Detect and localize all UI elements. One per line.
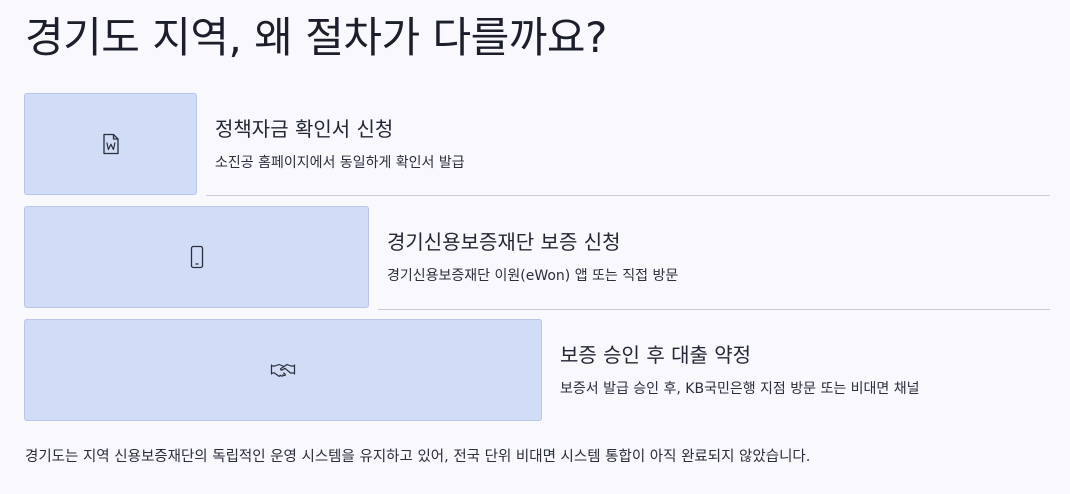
step-1-title: 정책자금 확인서 신청 — [215, 117, 394, 141]
step-3-title: 보증 승인 후 대출 약정 — [560, 343, 752, 367]
step-1-icon-box — [24, 93, 197, 195]
handshake-icon — [270, 362, 296, 378]
step-1-description: 소진공 홈페이지에서 동일하게 확인서 발급 — [215, 155, 465, 171]
footnote: 경기도는 지역 신용보증재단의 독립적인 운영 시스템을 유지하고 있어, 전국… — [25, 449, 811, 465]
word-document-icon — [102, 133, 120, 155]
step-1: 정책자금 확인서 신청 소진공 홈페이지에서 동일하게 확인서 발급 — [24, 93, 1050, 196]
step-2-divider — [378, 309, 1050, 310]
step-3: 보증 승인 후 대출 약정 보증서 발급 승인 후, KB국민은행 지점 방문 … — [24, 319, 1050, 421]
step-3-icon-box — [24, 319, 542, 421]
step-1-divider — [206, 195, 1050, 196]
step-2-description: 경기신용보증재단 이원(eWon) 앱 또는 직접 방문 — [387, 268, 679, 284]
step-2-icon-box — [24, 206, 369, 308]
page-title: 경기도 지역, 왜 절차가 다를까요? — [25, 13, 607, 62]
smartphone-icon — [190, 245, 204, 269]
step-2: 경기신용보증재단 보증 신청 경기신용보증재단 이원(eWon) 앱 또는 직접… — [24, 206, 1050, 310]
step-2-title: 경기신용보증재단 보증 신청 — [387, 230, 621, 254]
step-3-description: 보증서 발급 승인 후, KB국민은행 지점 방문 또는 비대면 채널 — [560, 381, 920, 397]
